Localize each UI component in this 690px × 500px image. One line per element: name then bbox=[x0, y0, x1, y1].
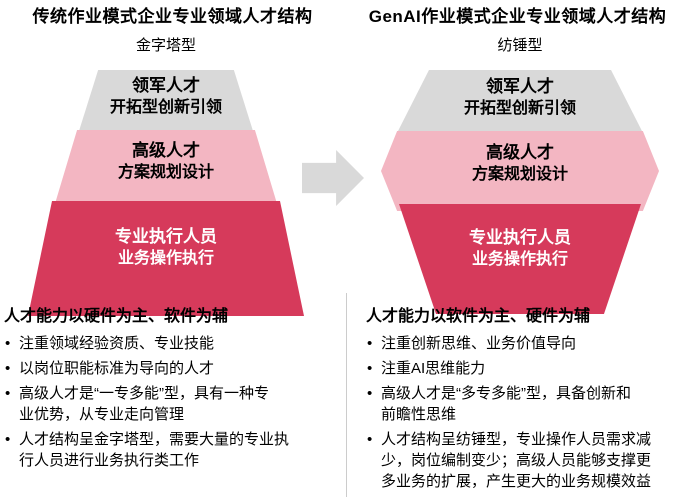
tier-label-line1: 领军人才 bbox=[486, 77, 554, 96]
bullet-text: 注重领域经验资质、专业技能 bbox=[19, 335, 215, 352]
bullet-icon: • bbox=[367, 431, 373, 448]
left-summary-heading: 人才能力以硬件为主、软件为辅 bbox=[4, 308, 229, 325]
tier-label-line1: 专业执行人员 bbox=[115, 227, 217, 246]
spindle-tier-bottom: 专业执行人员 业务操作执行 bbox=[399, 204, 641, 314]
spindle-tier-top: 领军人才 开拓型创新引领 bbox=[397, 70, 643, 133]
bullet-text: 以岗位职能标准为导向的人才 bbox=[19, 360, 215, 377]
bullet-text: 注重AI思维能力 bbox=[381, 360, 486, 377]
right-bullet-list: • 注重创新思维、业务价值导向 • 注重AI思维能力 • 高级人才是“多专多能”… bbox=[366, 333, 688, 492]
right-summary-heading: 人才能力以软件为主、硬件为辅 bbox=[366, 308, 591, 325]
left-summary-section: 人才能力以硬件为主、软件为辅 • 注重领域经验资质、专业技能 • 以岗位职能标准… bbox=[4, 306, 338, 475]
bullet-icon: • bbox=[5, 385, 11, 402]
arrow-right-icon bbox=[302, 150, 364, 206]
bullet-text: 高级人才是“一专多能”型，具有一种专 业优势，从专业走向管理 bbox=[19, 385, 269, 423]
pyramid-tier-top: 领军人才 开拓型创新引领 bbox=[79, 70, 253, 131]
bullet-icon: • bbox=[5, 335, 11, 352]
right-shape-label: 纺锤型 bbox=[497, 37, 543, 54]
bullet-text: 注重创新思维、业务价值导向 bbox=[381, 335, 577, 352]
pyramid-tier-bottom: 专业执行人员 业务操作执行 bbox=[28, 201, 304, 316]
list-item: • 注重创新思维、业务价值导向 bbox=[366, 333, 688, 354]
column-divider bbox=[346, 293, 347, 497]
list-item: • 以岗位职能标准为导向的人才 bbox=[4, 358, 338, 379]
list-item: • 人才结构呈纺锤型，专业操作人员需求减 少，岗位编制变少；高级人员能够支撑更 … bbox=[366, 429, 688, 492]
list-item: • 注重领域经验资质、专业技能 bbox=[4, 333, 338, 354]
spindle-tier-middle: 高级人才 方案规划设计 bbox=[381, 131, 659, 211]
tier-label-line2: 业务操作执行 bbox=[471, 251, 568, 268]
right-summary-section: 人才能力以软件为主、硬件为辅 • 注重创新思维、业务价值导向 • 注重AI思维能… bbox=[366, 306, 688, 496]
left-bullet-list: • 注重领域经验资质、专业技能 • 以岗位职能标准为导向的人才 • 高级人才是“… bbox=[4, 333, 338, 471]
pyramid-tier-middle: 高级人才 方案规划设计 bbox=[54, 130, 278, 207]
tier-label-line1: 领军人才 bbox=[132, 76, 200, 95]
left-panel-title: 传统作业模式企业专业领域人才结构 bbox=[32, 7, 313, 26]
bullet-icon: • bbox=[367, 360, 373, 377]
list-item: • 高级人才是“多专多能”型，具备创新和 前瞻性思维 bbox=[366, 383, 688, 425]
tier-label-line2: 开拓型创新引领 bbox=[109, 99, 222, 116]
bullet-text: 人才结构呈金字塔型，需要大量的专业执 行人员进行业务执行类工作 bbox=[19, 431, 290, 469]
tier-label-line1: 高级人才 bbox=[132, 141, 200, 160]
bullet-text: 高级人才是“多专多能”型，具备创新和 前瞻性思维 bbox=[381, 385, 631, 423]
bullet-icon: • bbox=[5, 431, 11, 448]
bullet-icon: • bbox=[367, 385, 373, 402]
tier-label-line2: 业务操作执行 bbox=[117, 250, 214, 267]
tier-label-line1: 专业执行人员 bbox=[469, 228, 571, 247]
tier-label-line2: 方案规划设计 bbox=[117, 164, 214, 181]
tier-label-line1: 高级人才 bbox=[486, 143, 554, 162]
list-item: • 注重AI思维能力 bbox=[366, 358, 688, 379]
right-panel-title: GenAI作业模式企业专业领域人才结构 bbox=[368, 7, 667, 26]
bullet-text: 人才结构呈纺锤型，专业操作人员需求减 少，岗位编制变少；高级人员能够支撑更 多业… bbox=[381, 431, 652, 490]
tier-label-line2: 开拓型创新引领 bbox=[463, 100, 576, 117]
list-item: • 高级人才是“一专多能”型，具有一种专 业优势，从专业走向管理 bbox=[4, 383, 338, 425]
left-shape-label: 金字塔型 bbox=[135, 37, 196, 54]
list-item: • 人才结构呈金字塔型，需要大量的专业执 行人员进行业务执行类工作 bbox=[4, 429, 338, 471]
tier-label-line2: 方案规划设计 bbox=[471, 166, 568, 183]
bullet-icon: • bbox=[5, 360, 11, 377]
bullet-icon: • bbox=[367, 335, 373, 352]
